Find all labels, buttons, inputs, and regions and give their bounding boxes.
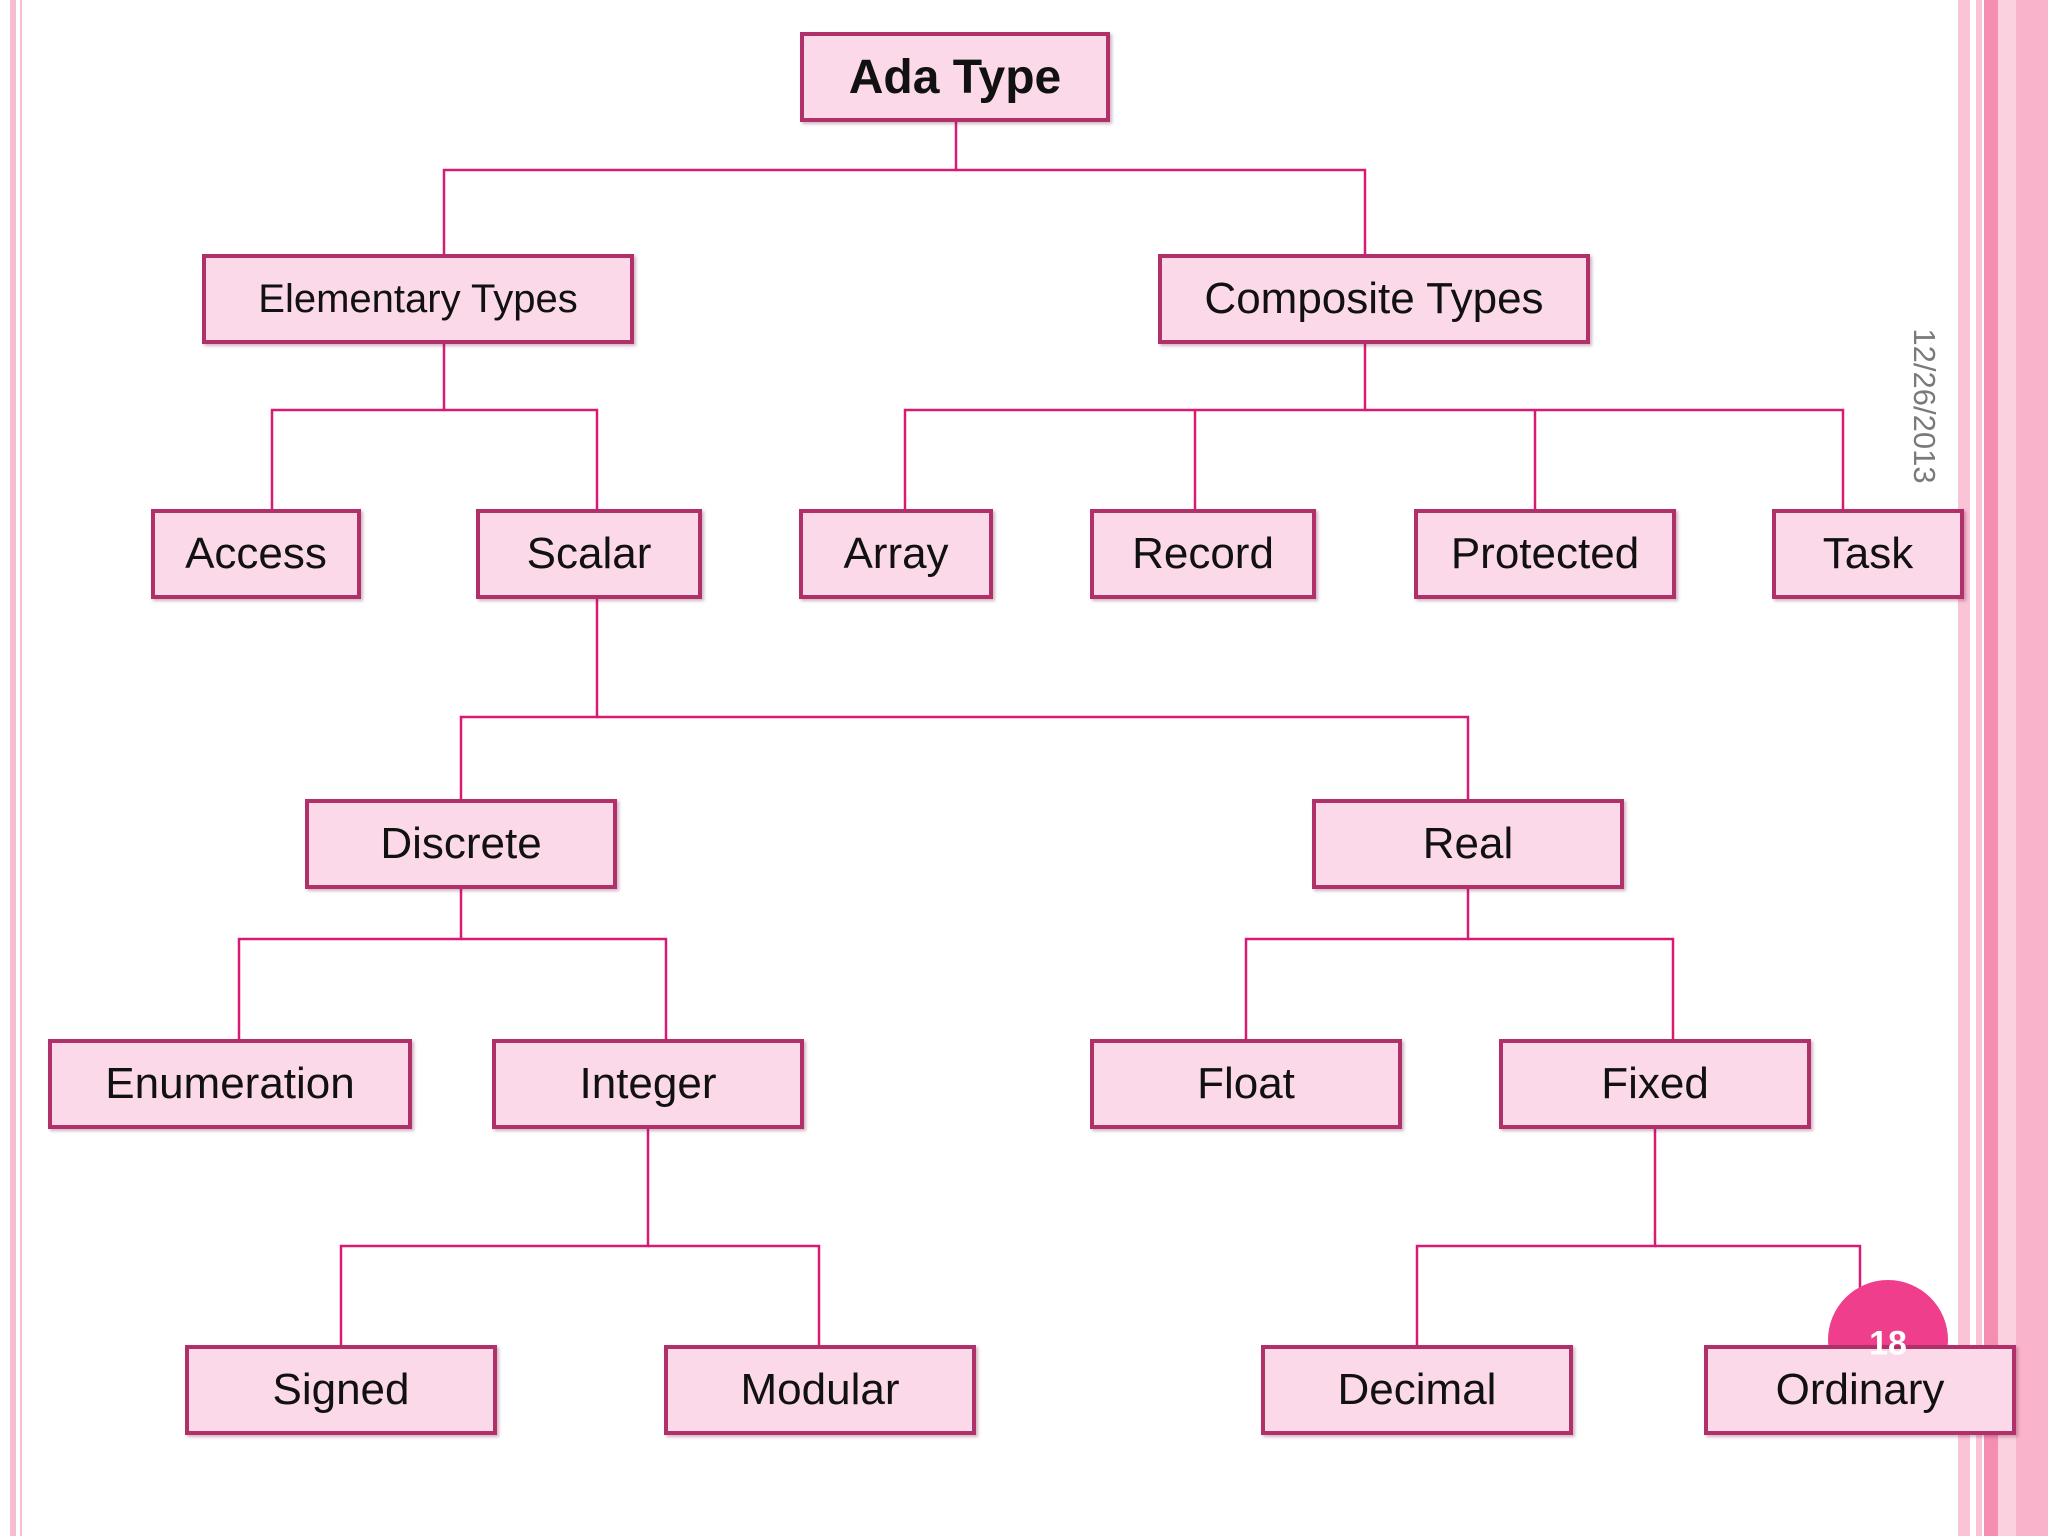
right-border-stripe-gap [1976,0,1982,1536]
node-modular: Modular [664,1345,976,1435]
connector-root-composite [956,168,1367,256]
connector-integer-modular [648,1244,821,1347]
connector-real-float [1244,887,1470,1041]
node-enumeration: Enumeration [48,1039,412,1129]
node-access: Access [151,509,361,599]
node-record: Record [1090,509,1316,599]
connector-discrete-enumeration [237,887,463,1041]
node-ada-type: Ada Type [800,32,1110,122]
connector-integer-signed [339,1127,650,1347]
connector-root-elementary [442,122,958,256]
right-border-stripe-pale [1998,0,2016,1536]
page-number: 18 [1869,1324,1907,1363]
left-border-stripe-thin [20,0,22,1536]
node-scalar: Scalar [476,509,702,599]
left-border-stripe [10,0,16,1536]
node-protected: Protected [1414,509,1676,599]
connector-elementary-access [270,342,446,511]
right-border-stripe-edge [2016,0,2048,1536]
node-elementary-types: Elementary Types [202,254,634,344]
connector-discrete-integer [461,937,668,1041]
node-integer: Integer [492,1039,804,1129]
node-fixed: Fixed [1499,1039,1811,1129]
connector-elementary-scalar [444,408,599,511]
node-task: Task [1772,509,1964,599]
node-real: Real [1312,799,1624,889]
node-float: Float [1090,1039,1402,1129]
node-signed: Signed [185,1345,497,1435]
connector-scalar-real [597,715,1470,801]
connector-composite-array [903,342,1367,511]
connector-fixed-decimal [1415,1127,1657,1347]
node-decimal: Decimal [1261,1345,1573,1435]
connector-composite-task [1365,408,1845,511]
node-array: Array [799,509,993,599]
slide-date: 12/26/2013 [1907,328,1942,484]
connector-real-fixed [1468,937,1675,1041]
node-discrete: Discrete [305,799,617,889]
node-composite-types: Composite Types [1158,254,1590,344]
connector-scalar-discrete [459,597,599,801]
node-ordinary: Ordinary [1704,1345,2016,1435]
right-border-stripe-dark [1984,0,1998,1536]
right-border-stripe-light [1958,0,1970,1536]
